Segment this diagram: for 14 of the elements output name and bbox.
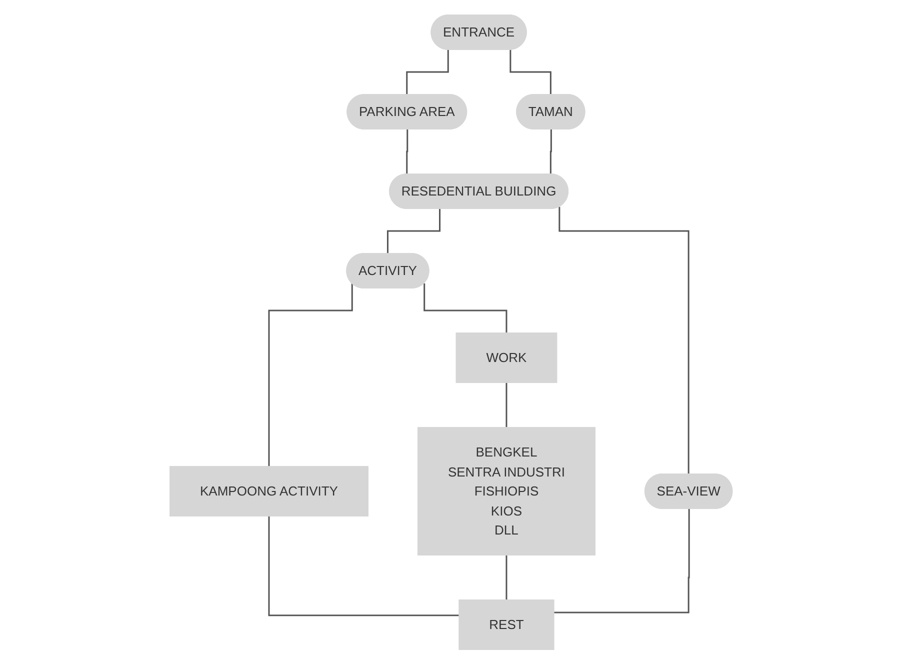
connector bbox=[554, 508, 690, 613]
connector bbox=[268, 283, 353, 467]
node-box: KAMPOONG ACTIVITY bbox=[169, 466, 368, 516]
connector bbox=[510, 50, 552, 96]
connector bbox=[558, 206, 690, 475]
connector bbox=[506, 382, 508, 428]
connector bbox=[424, 283, 508, 334]
connector bbox=[268, 516, 460, 616]
node-box: WORK bbox=[456, 332, 558, 383]
connector bbox=[386, 208, 440, 254]
connector bbox=[506, 554, 508, 600]
node-box: REST bbox=[458, 599, 554, 650]
connector bbox=[406, 50, 449, 96]
node-box: BENGKEL SENTRA INDUSTRI FISHIOPIS KIOS DLL bbox=[417, 426, 596, 556]
